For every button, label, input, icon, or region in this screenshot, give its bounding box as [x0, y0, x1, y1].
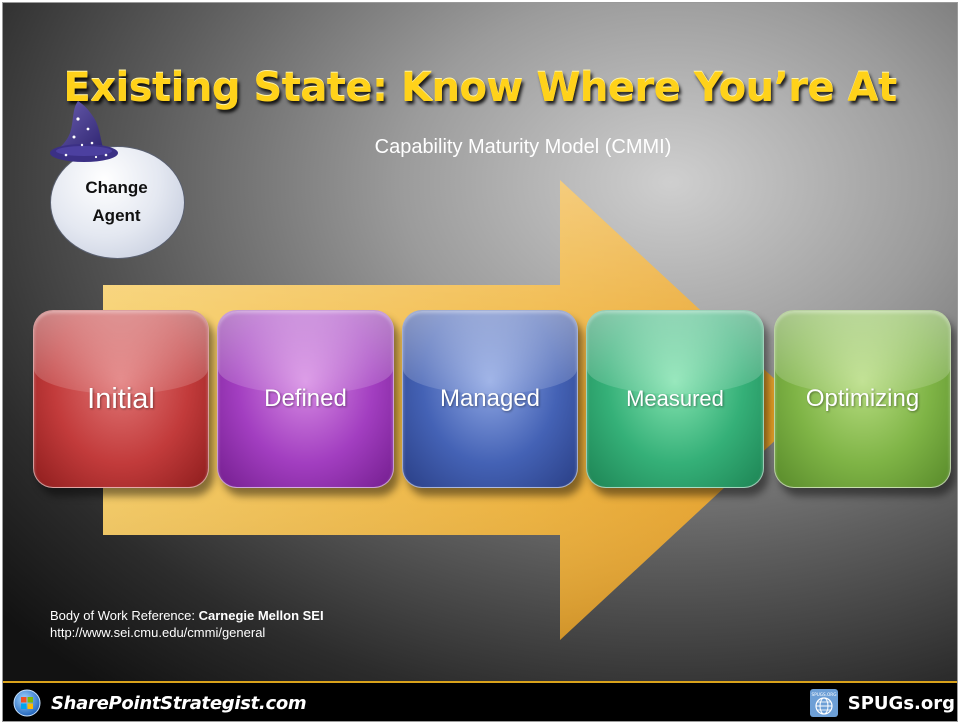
reference-line: Body of Work Reference: Carnegie Mellon …: [50, 607, 324, 624]
stage-label: Defined: [264, 385, 347, 412]
stage-defined: Defined: [217, 310, 394, 488]
footer-right-text[interactable]: SPUGs.org: [847, 692, 955, 714]
change-agent-line-1: Change: [85, 178, 148, 197]
stage-managed: Managed: [402, 310, 578, 488]
stage-initial: Initial: [33, 310, 209, 488]
reference-url[interactable]: http://www.sei.cmu.edu/cmmi/general: [50, 625, 266, 640]
reference-block: Body of Work Reference: Carnegie Mellon …: [50, 607, 324, 641]
footer-right: SPUGS.ORG SPUGs.org: [809, 689, 955, 717]
spugs-globe-logo-icon: SPUGS.ORG: [809, 689, 838, 717]
stage-label: Optimizing: [805, 385, 920, 412]
footer-left: SharePointStrategist.com: [13, 689, 307, 717]
change-agent-badge: [50, 146, 185, 259]
change-agent-line-2: Agent: [92, 206, 141, 225]
slide-subtitle: Capability Maturity Model (CMMI): [374, 136, 672, 158]
footer-left-text[interactable]: SharePointStrategist.com: [51, 692, 307, 714]
slide-title: Existing State: Know Where You’re At: [63, 65, 897, 111]
reference-source: Carnegie Mellon SEI: [198, 608, 324, 623]
stage-label: Measured: [626, 386, 724, 411]
stage-label: Managed: [439, 385, 541, 412]
reference-prefix: Body of Work Reference:: [50, 608, 199, 623]
wizard-hat-icon: [50, 101, 118, 162]
spugs-logo-text: SPUGS.ORG: [811, 692, 836, 697]
stage-optimizing: Optimizing: [774, 310, 951, 488]
change-agent-label: Change Agent: [50, 174, 183, 230]
footer-bar: SharePointStrategist.com SPUGS.ORG SPUGs…: [3, 681, 957, 721]
stage-label: Initial: [87, 382, 155, 415]
stage-measured: Measured: [586, 310, 764, 488]
windows-orb-icon: [13, 689, 41, 717]
